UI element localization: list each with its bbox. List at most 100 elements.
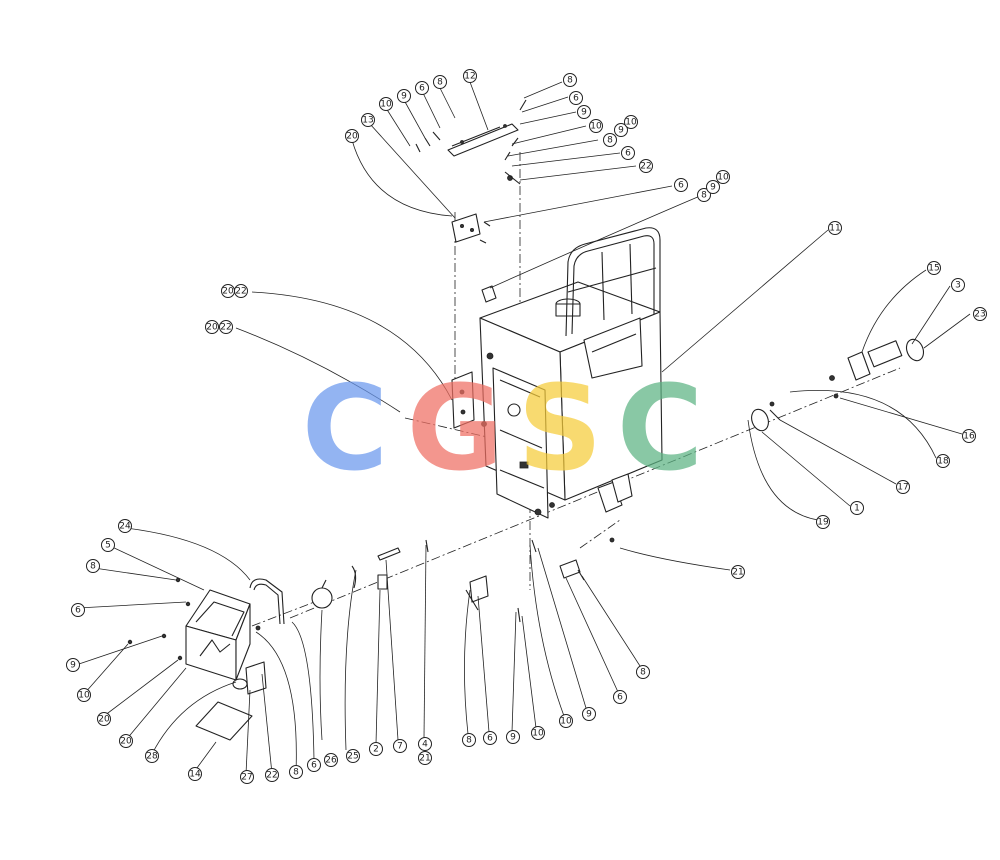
callout-8: 8 [563, 73, 577, 87]
main-cabinet [451, 281, 663, 519]
callout-number: 21 [732, 568, 743, 578]
callout-circle [361, 113, 375, 127]
callout-circle [624, 115, 638, 129]
callout-10: 10 [624, 115, 638, 129]
callout-number: 22 [640, 162, 651, 172]
callout-circle [563, 73, 577, 87]
callout-number: 1 [854, 504, 860, 514]
callout-24: 24 [118, 519, 132, 533]
callout-circle [613, 690, 627, 704]
callout-circle [636, 665, 650, 679]
callout-6: 6 [307, 758, 321, 772]
callout-circle [896, 480, 910, 494]
callout-8: 8 [289, 765, 303, 779]
callout-26: 26 [324, 753, 338, 767]
callout-number: 11 [829, 224, 840, 234]
callout-number: 20 [206, 323, 218, 333]
callout-circle [369, 742, 383, 756]
callout-circle [66, 658, 80, 672]
callout-circle [463, 69, 477, 83]
callout-circle [307, 758, 321, 772]
callout-circle [603, 133, 617, 147]
callout-circle [101, 538, 115, 552]
callout-circle [118, 519, 132, 533]
callout-number: 6 [625, 149, 631, 159]
callout-number: 2 [373, 745, 379, 755]
callout-number: 6 [617, 693, 623, 703]
callout-number: 6 [678, 181, 684, 191]
callout-circle [927, 261, 941, 275]
callout-18: 18 [936, 454, 950, 468]
callout-number: 22 [266, 771, 277, 781]
callout-number: 8 [293, 768, 299, 778]
base-plate [195, 701, 253, 741]
callout-number: 6 [419, 84, 425, 94]
callout-28: 28 [145, 749, 159, 763]
callout-circle [234, 284, 248, 298]
callout-circle [265, 768, 279, 782]
callout-9: 9 [582, 707, 596, 721]
callout-22: 22 [219, 320, 233, 334]
callout-number: 14 [189, 770, 201, 780]
callout-number: 8 [640, 668, 646, 678]
callout-circle [674, 178, 688, 192]
callout-circle [397, 89, 411, 103]
callout-4: 4 [418, 737, 432, 751]
callout-8: 8 [433, 75, 447, 89]
callout-20: 20 [119, 734, 133, 748]
callout-6: 6 [415, 81, 429, 95]
callout-number: 10 [380, 100, 392, 110]
callout-27: 27 [240, 770, 254, 784]
callout-number: 24 [119, 522, 131, 532]
callout-circle [346, 749, 360, 763]
callout-number: 22 [220, 323, 231, 333]
callout-17: 17 [896, 480, 910, 494]
callout-9: 9 [506, 730, 520, 744]
callout-19: 19 [816, 515, 830, 529]
callout-circle [531, 726, 545, 740]
callout-10: 10 [379, 97, 393, 111]
callout-8: 8 [462, 733, 476, 747]
callout-number: 9 [581, 108, 587, 118]
callout-8: 8 [86, 559, 100, 573]
callout-20: 20 [205, 320, 219, 334]
callout-number: 8 [567, 76, 573, 86]
callout-number: 27 [241, 773, 252, 783]
callout-number: 10 [717, 173, 729, 183]
callout-1: 1 [850, 501, 864, 515]
guard-handle [565, 227, 661, 337]
callout-circle [506, 730, 520, 744]
callout-circle [379, 97, 393, 111]
lower-small-parts [311, 537, 615, 623]
callout-number: 20 [222, 287, 234, 297]
disc-part [751, 401, 781, 432]
callout-21: 21 [418, 751, 432, 765]
callout-8: 8 [636, 665, 650, 679]
callout-number: 9 [586, 710, 592, 720]
callout-circle [582, 707, 596, 721]
mounting-bracket [451, 171, 521, 244]
callout-23: 23 [973, 307, 987, 321]
callout-8: 8 [603, 133, 617, 147]
callout-number: 13 [362, 116, 373, 126]
callout-number: 6 [311, 761, 317, 771]
callout-9: 9 [614, 123, 628, 137]
callout-circle [433, 75, 447, 89]
callout-10: 10 [77, 688, 91, 702]
callout-circle [828, 221, 842, 235]
callout-circle [188, 767, 202, 781]
callout-circle [621, 146, 635, 160]
callout-circle [145, 749, 159, 763]
callout-number: 10 [532, 729, 544, 739]
callout-number: 9 [510, 733, 516, 743]
cgsc-watermark: C G S C [302, 359, 704, 497]
callout-circle [240, 770, 254, 784]
callout-number: 3 [955, 281, 961, 291]
callout-12: 12 [463, 69, 477, 83]
watermark-letter-g: G [407, 359, 504, 497]
callout-number: 20 [346, 132, 358, 142]
callout-6: 6 [621, 146, 635, 160]
top-cover-plate [415, 99, 527, 161]
callout-circle [639, 159, 653, 173]
callout-6: 6 [71, 603, 85, 617]
